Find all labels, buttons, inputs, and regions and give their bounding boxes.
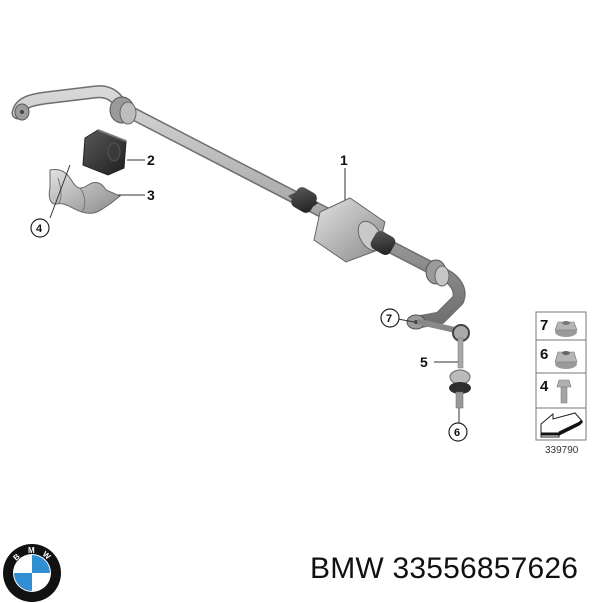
stabilizer-link	[417, 319, 471, 409]
hex-bolt-icon	[556, 379, 572, 404]
leader-lines	[49, 159, 460, 424]
legend-item-4: 4	[540, 378, 549, 395]
stabilizer-bracket	[48, 169, 121, 214]
callout-2: 2	[147, 152, 155, 168]
callout-5: 5	[420, 354, 428, 370]
reference-number: 339790	[545, 445, 579, 456]
legend-item-6: 6	[540, 346, 548, 363]
bmw-logo: B M W	[3, 544, 61, 602]
callout-7-circle	[380, 308, 400, 328]
callout-3: 3	[147, 187, 155, 203]
part-number-caption: BMW 33556857626	[310, 552, 579, 585]
callout-4-circle	[30, 218, 50, 238]
center-mount	[288, 187, 396, 263]
stabilizer-bar	[11, 85, 466, 330]
flange-nut-icon	[554, 351, 578, 369]
logo-letter-w: W	[41, 550, 53, 562]
rubber-mounting	[82, 129, 127, 176]
callout-1: 1	[340, 152, 348, 168]
logo-letter-m: M	[28, 546, 35, 555]
legend-item-7: 7	[540, 317, 548, 334]
fastener-legend: 7 6 4 339790	[535, 311, 587, 456]
callout-6-circle	[448, 422, 468, 442]
logo-letter-b: B	[12, 552, 22, 563]
callout-4: 4	[36, 223, 43, 235]
flange-nut-icon	[554, 321, 578, 337]
callout-6: 6	[454, 427, 460, 439]
callout-7: 7	[386, 313, 392, 325]
direction-arrow-icon	[540, 412, 584, 438]
